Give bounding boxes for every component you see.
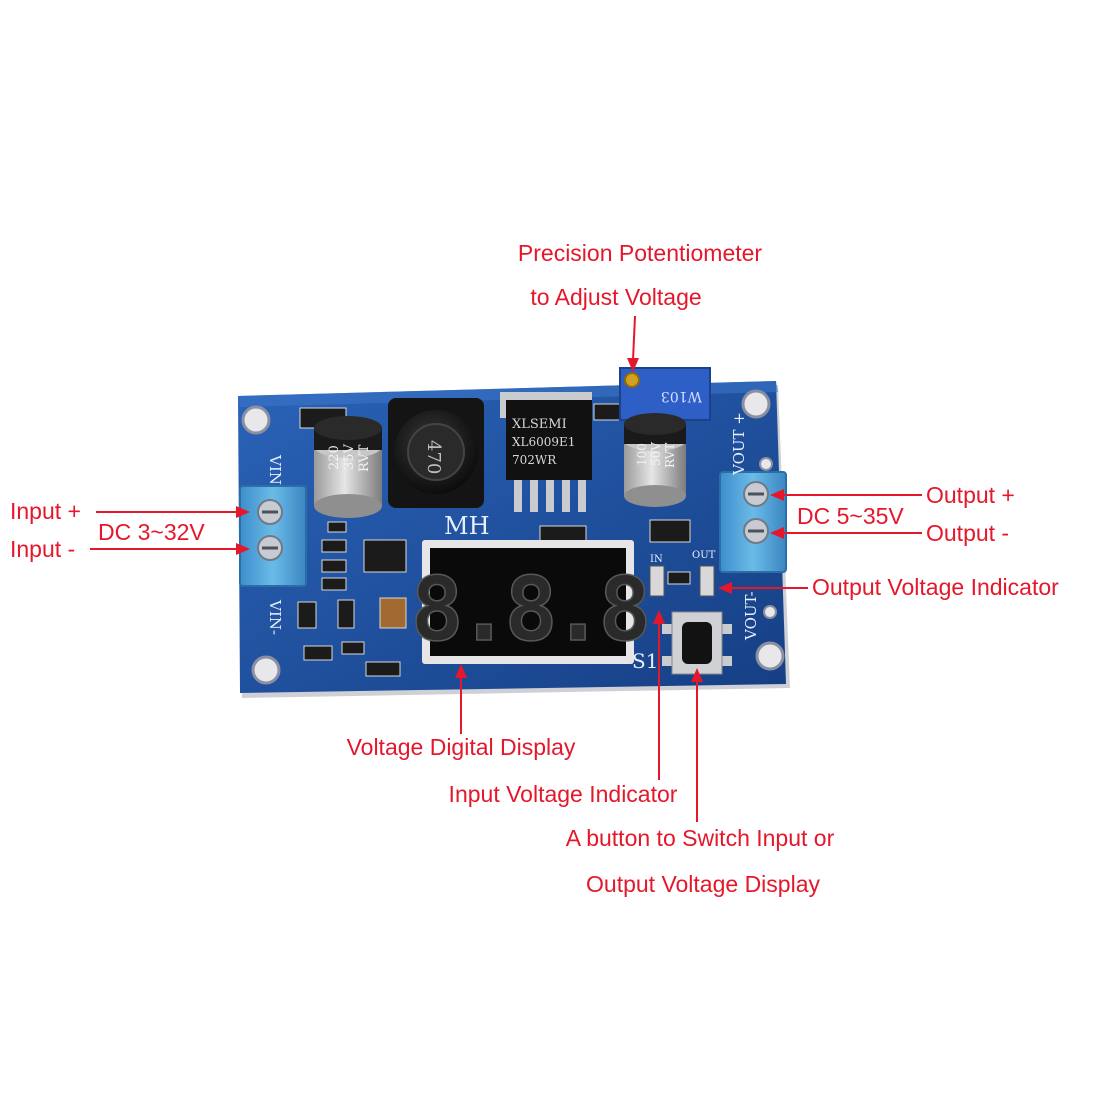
voltage-digital-display: 8.8.8 — [410, 540, 653, 664]
mounting-hole — [755, 641, 785, 671]
led-indicators: IN OUT — [649, 550, 716, 597]
ic-part: XL6009E1 — [512, 435, 575, 449]
mounting-hole — [741, 389, 771, 419]
cap2-voltage: 50V — [649, 442, 663, 466]
switch-button-label-line2: Output Voltage Display — [586, 871, 820, 897]
brand-silk-label: MH — [444, 512, 490, 540]
potentiometer-label-line2: to Adjust Voltage — [530, 284, 702, 310]
switch-button-label-line1: A button to Switch Input or — [565, 825, 835, 851]
mounting-hole — [251, 655, 281, 685]
input-voltage-led — [649, 565, 665, 597]
cap1-value: 220 — [327, 445, 342, 470]
precision-potentiometer: W103 — [619, 367, 711, 421]
input-terminal-block — [239, 485, 307, 587]
out-led-label: OUT — [692, 550, 716, 561]
potentiometer-label-line1: Precision Potentiometer — [517, 240, 763, 266]
vout-minus-silk-label: VOUT- — [742, 591, 760, 641]
capacitor-220uF: 220 35V RVT — [314, 416, 382, 518]
display-switch-button: S1 — [632, 611, 732, 675]
input-indicator-label: Input Voltage Indicator — [448, 781, 678, 807]
output-voltage-range-label: DC 5~35V — [797, 503, 904, 529]
output-voltage-led — [699, 565, 715, 597]
display-digits: 8.8.8 — [411, 558, 647, 661]
output-minus-label: Output - — [926, 520, 1010, 546]
vout-plus-silk-label: VOUT + — [730, 412, 748, 476]
output-plus-label: Output + — [926, 482, 1015, 508]
output-indicator-label: Output Voltage Indicator — [812, 574, 1059, 600]
ic-brand: XLSEMI — [512, 417, 567, 432]
input-minus-label: Input - — [10, 536, 76, 562]
mounting-holes — [241, 389, 785, 685]
input-plus-label: Input + — [10, 498, 81, 524]
cap1-brand: RVT — [357, 444, 372, 472]
vin-silk-label: VIN — [266, 454, 284, 485]
annotation-arrows — [90, 315, 922, 822]
input-voltage-range-label: DC 3~32V — [98, 519, 205, 545]
pot-marking: W103 — [661, 388, 702, 404]
inductor-470: 470 — [388, 398, 484, 508]
switch-silk-label: S1 — [632, 649, 658, 673]
ic-code: 702WR — [512, 453, 557, 467]
digital-display-label: Voltage Digital Display — [346, 734, 576, 760]
cap2-brand: RVT — [663, 443, 677, 468]
output-terminal-block — [719, 471, 787, 573]
xl6009-regulator-ic: XLSEMI XL6009E1 702WR — [500, 392, 592, 512]
mounting-hole — [241, 405, 271, 435]
cap2-value: 100 — [635, 443, 649, 466]
cap1-voltage: 35V — [342, 443, 357, 470]
capacitor-100uF: 100 50V RVT — [624, 413, 686, 507]
inductor-marking: 470 — [423, 440, 444, 474]
vin-minus-silk-label: VIN- — [266, 599, 284, 635]
in-led-label: IN — [650, 554, 663, 565]
